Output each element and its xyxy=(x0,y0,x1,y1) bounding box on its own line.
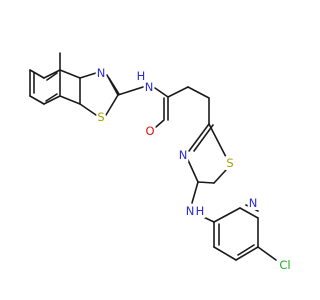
bond-line-9 xyxy=(59,95,81,105)
atom-cl: Cl xyxy=(279,258,290,272)
atom-n-pyridine: N xyxy=(249,196,258,210)
bond-line-37 xyxy=(213,246,237,261)
bond-line-39 xyxy=(237,244,255,256)
atom-h-amide: H xyxy=(137,69,146,83)
bond-line-12 xyxy=(46,72,58,81)
molecule-structure: N S N H O N S N H N Cl xyxy=(29,52,292,272)
atom-s-benzothiazole: S xyxy=(97,110,104,124)
bond-line-1 xyxy=(43,69,61,79)
bond-line-32 xyxy=(191,181,199,204)
bond-line-28 xyxy=(208,123,227,158)
bond-line-34 xyxy=(213,207,241,223)
bond-line-26 xyxy=(188,123,210,152)
atom-label-background xyxy=(135,69,147,83)
bond-line-4 xyxy=(29,95,45,105)
bond-line-13 xyxy=(79,72,97,79)
bond-line-19 xyxy=(154,87,169,98)
atom-n-amide: N xyxy=(145,80,154,94)
bond-line-38 xyxy=(235,246,259,261)
atom-label-background xyxy=(144,124,156,138)
bond-line-30 xyxy=(213,169,227,184)
atom-label-background xyxy=(278,258,292,272)
atom-label-background xyxy=(184,204,196,218)
atom-label-background xyxy=(95,66,107,80)
bond-line-7 xyxy=(59,69,81,79)
bond-line-24 xyxy=(187,86,210,99)
bond-line-17 xyxy=(108,77,120,95)
atom-n-benzothiazole: N xyxy=(97,66,106,80)
bond-line-27 xyxy=(193,124,214,152)
bond-line-29 xyxy=(187,159,199,183)
atom-s-thiazole: S xyxy=(226,156,233,170)
atom-label-background xyxy=(143,80,155,94)
atom-label-background xyxy=(177,148,189,162)
atom-h-amine: H xyxy=(196,204,205,218)
bond-line-22 xyxy=(167,86,189,98)
bond-line-42 xyxy=(239,207,259,219)
bond-line-11 xyxy=(45,93,58,102)
atom-label-background xyxy=(194,204,206,218)
bond-line-2 xyxy=(29,69,45,79)
bond-line-5 xyxy=(43,95,61,105)
atom-n-thiazole: N xyxy=(179,148,188,162)
bond-line-41 xyxy=(257,246,277,261)
atom-o-carbonyl: O xyxy=(145,124,154,138)
atom-label-background xyxy=(225,156,235,170)
bond-line-18 xyxy=(117,86,144,96)
bond-line-31 xyxy=(197,181,215,184)
atom-label-background xyxy=(247,196,259,210)
bond-line-15 xyxy=(105,94,119,116)
atom-label-background xyxy=(96,110,106,124)
bond-line-14 xyxy=(79,103,97,116)
bond-lines xyxy=(29,52,277,261)
bond-line-23 xyxy=(155,119,165,128)
atom-n-amine: N xyxy=(186,204,195,218)
atom-labels: N S N H O N S N H N Cl xyxy=(95,66,292,272)
